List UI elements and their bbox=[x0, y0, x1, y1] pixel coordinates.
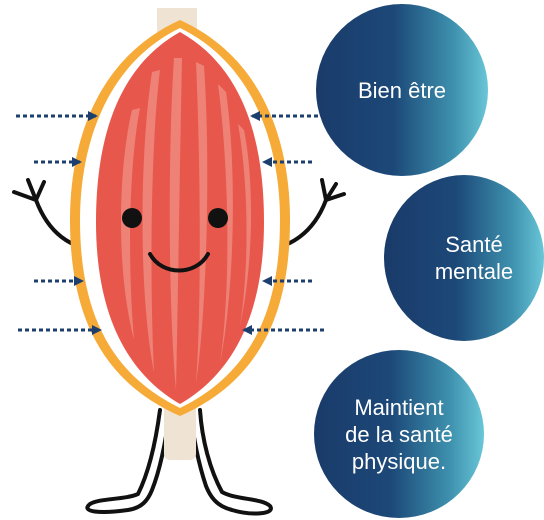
left-eye bbox=[122, 208, 142, 228]
right-hand bbox=[322, 180, 344, 200]
physical-health-label: Maintient de la santé physique. bbox=[345, 394, 453, 475]
mental-health-label: Santé mentale bbox=[435, 231, 513, 285]
wellbeing-label: Bien être bbox=[358, 77, 446, 104]
left-hand bbox=[14, 180, 44, 200]
physical-health-bubble: Maintient de la santé physique. bbox=[314, 350, 484, 518]
right-leg bbox=[190, 410, 271, 513]
wellbeing-bubble: Bien être bbox=[316, 4, 488, 176]
left-leg bbox=[87, 410, 170, 512]
right-eye bbox=[208, 208, 228, 228]
mental-health-bubble: Santé mentale bbox=[384, 175, 544, 341]
